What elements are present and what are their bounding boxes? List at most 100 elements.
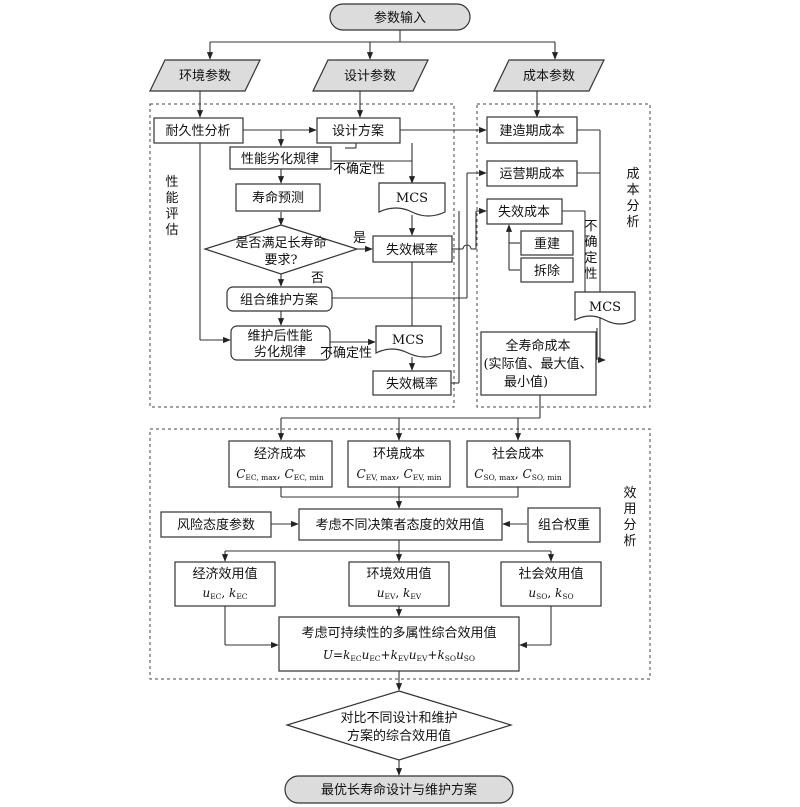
env-cost-node: 环境成本 CEV, max, CEV, min — [347, 440, 451, 488]
no-label: 否 — [311, 271, 324, 286]
combined-maint-node: 组合维护方案 — [226, 286, 333, 312]
svg-text:uEV, kEV: uEV, kEV — [377, 586, 422, 601]
compare-node: 对比不同设计和维护 方案的综合效用值 — [284, 690, 514, 761]
svg-text:寿命预测: 寿命预测 — [252, 190, 304, 206]
svg-text:能: 能 — [165, 191, 178, 206]
social-cost-node: 社会成本 CSO, max, CSO, min — [466, 440, 571, 488]
social-utility-node: 社会效用值 uSO, kSO — [500, 561, 602, 607]
svg-text:拆除: 拆除 — [534, 264, 560, 279]
svg-text:是否满足长寿命: 是否满足长寿命 — [235, 235, 326, 251]
svg-text:uEC, kEC: uEC, kEC — [202, 586, 247, 601]
rebuild-node: 重建 — [520, 230, 574, 256]
svg-text:劣化规律: 劣化规律 — [254, 345, 306, 360]
cost-analysis-region — [476, 103, 651, 408]
svg-text:确: 确 — [584, 235, 597, 250]
perf-eval-label: 性 能 评 估 — [165, 175, 178, 238]
mcs-node-3: MCS — [574, 291, 636, 325]
life-prediction-node: 寿命预测 — [235, 183, 321, 212]
perf-eval-region — [149, 103, 455, 408]
svg-text:(实际值、最大值、: (实际值、最大值、 — [483, 356, 592, 372]
econ-cost-node: 经济成本 CEC, max, CEC, min — [228, 440, 333, 488]
combo-weight-node: 组合权重 — [527, 507, 601, 543]
svg-text:析: 析 — [623, 534, 636, 549]
svg-text:组合权重: 组合权重 — [538, 517, 590, 533]
svg-text:经济效用值: 经济效用值 — [192, 566, 257, 582]
svg-text:设计方案: 设计方案 — [332, 123, 384, 139]
yes-label: 是 — [353, 231, 366, 246]
svg-text:失效成本: 失效成本 — [498, 205, 550, 220]
svg-text:MCS: MCS — [396, 191, 428, 206]
demolish-node: 拆除 — [520, 257, 574, 283]
utility-analysis-region — [149, 428, 651, 680]
design-param-node: 设计参数 — [312, 59, 429, 92]
svg-text:要求?: 要求? — [265, 253, 298, 268]
decision-node: 是否满足长寿命 要求? — [203, 224, 359, 275]
start-node: 参数输入 — [329, 3, 471, 31]
svg-text:重建: 重建 — [534, 236, 560, 252]
svg-text:估: 估 — [165, 223, 178, 238]
svg-text:维护后性能: 维护后性能 — [247, 329, 312, 344]
attitude-utility-node: 考虑不同决策者态度的效用值 — [298, 508, 503, 541]
post-maint-node: 维护后性能 劣化规律 — [230, 325, 331, 361]
svg-text:性: 性 — [165, 175, 178, 190]
design-scheme-node: 设计方案 — [316, 117, 401, 144]
lifecycle-cost-node: 全寿命成本 (实际值、最大值、 最小值) — [480, 331, 597, 396]
svg-text:最小值): 最小值) — [504, 374, 548, 390]
svg-text:环境效用值: 环境效用值 — [366, 566, 431, 582]
svg-text:成本参数: 成本参数 — [523, 68, 575, 84]
failure-prob-node-2: 失效概率 — [372, 370, 452, 396]
svg-text:析: 析 — [626, 215, 639, 230]
svg-text:对比不同设计和维护: 对比不同设计和维护 — [340, 711, 457, 726]
mcs-node-1: MCS — [378, 182, 446, 217]
svg-text:社会成本: 社会成本 — [492, 446, 544, 462]
svg-text:建造期成本: 建造期成本 — [499, 124, 564, 139]
svg-text:分: 分 — [626, 199, 639, 214]
svg-text:社会效用值: 社会效用值 — [518, 566, 583, 582]
svg-text:考虑不同决策者态度的效用值: 考虑不同决策者态度的效用值 — [315, 517, 484, 533]
svg-text:设计参数: 设计参数 — [344, 68, 396, 84]
svg-text:运营期成本: 运营期成本 — [499, 167, 564, 182]
svg-text:经济成本: 经济成本 — [254, 447, 306, 462]
cost-analysis-label: 成 本 分 析 — [626, 167, 639, 230]
failure-prob-node-1: 失效概率 — [372, 235, 453, 263]
svg-text:组合维护方案: 组合维护方案 — [240, 292, 318, 308]
env-param-node: 环境参数 — [149, 59, 261, 92]
svg-text:效: 效 — [623, 486, 636, 501]
uncertainty-label-3: 不 确 定 性 — [584, 219, 597, 282]
end-node: 最优长寿命设计与维护方案 — [284, 775, 514, 804]
utility-analysis-label: 效 用 分 析 — [623, 486, 636, 549]
construction-cost-node: 建造期成本 — [486, 116, 578, 144]
uncertainty-label-1: 不确定性 — [333, 162, 385, 177]
svg-text:定: 定 — [584, 251, 597, 266]
svg-text:CSO, max, CSO, min: CSO, max, CSO, min — [474, 467, 562, 482]
svg-text:方案的综合效用值: 方案的综合效用值 — [347, 728, 451, 744]
svg-text:MCS: MCS — [392, 333, 424, 348]
svg-text:参数输入: 参数输入 — [374, 10, 426, 26]
mcs-node-2: MCS — [375, 325, 442, 358]
svg-text:CEV, max, CEV, min: CEV, max, CEV, min — [357, 467, 442, 482]
svg-text:性: 性 — [584, 267, 597, 282]
svg-text:考虑可持续性的多属性综合效用值: 考虑可持续性的多属性综合效用值 — [301, 625, 496, 641]
svg-text:失效概率: 失效概率 — [386, 242, 438, 258]
risk-param-node: 风险态度参数 — [160, 511, 272, 538]
svg-text:不: 不 — [584, 219, 597, 234]
svg-text:成: 成 — [626, 167, 639, 182]
svg-text:性能劣化规律: 性能劣化规律 — [241, 152, 319, 167]
svg-text:评: 评 — [165, 207, 178, 222]
svg-text:MCS: MCS — [589, 300, 621, 315]
svg-text:耐久性分析: 耐久性分析 — [165, 124, 230, 139]
svg-text:本: 本 — [626, 183, 639, 198]
operation-cost-node: 运营期成本 — [486, 160, 578, 187]
durability-node: 耐久性分析 — [153, 117, 244, 144]
svg-text:全寿命成本: 全寿命成本 — [505, 338, 570, 354]
env-utility-node: 环境效用值 uEV, kEV — [348, 561, 450, 607]
uncertainty-label-2: 不确定性 — [320, 346, 372, 361]
econ-utility-node: 经济效用值 uEC, kEC — [174, 561, 276, 607]
svg-text:失效概率: 失效概率 — [386, 376, 438, 392]
svg-text:分: 分 — [623, 518, 636, 533]
svg-text:uSO, kSO: uSO, kSO — [528, 586, 573, 601]
svg-text:最优长寿命设计与维护方案: 最优长寿命设计与维护方案 — [321, 782, 477, 798]
svg-text:CEC, max, CEC, min: CEC, max, CEC, min — [236, 467, 324, 482]
perf-degradation-node: 性能劣化规律 — [229, 146, 332, 170]
